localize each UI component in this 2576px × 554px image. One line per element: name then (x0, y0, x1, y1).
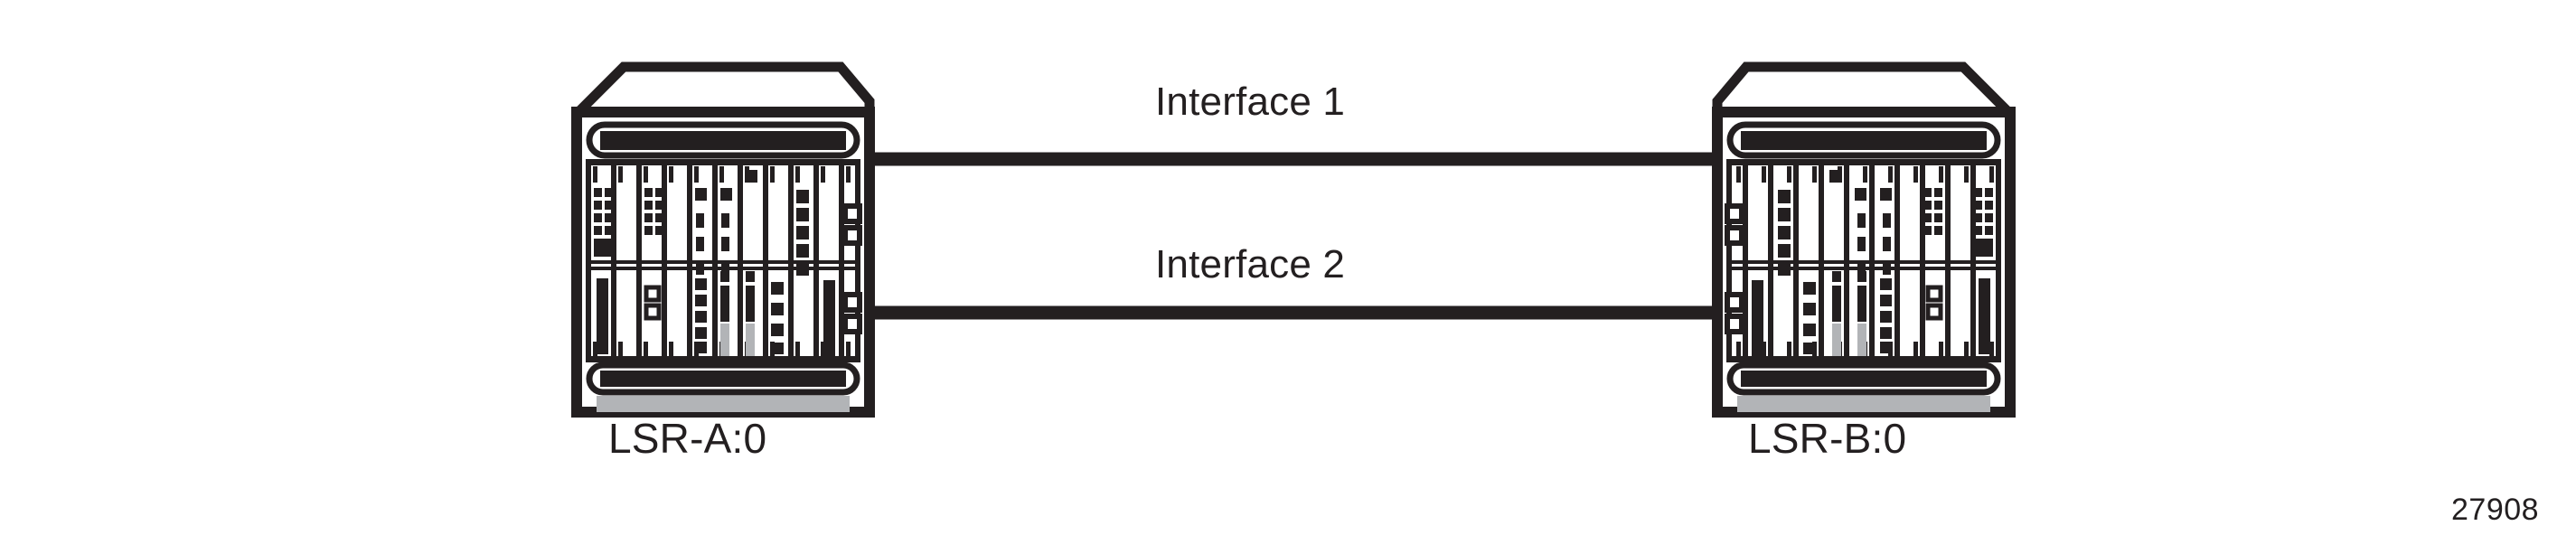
link-label-interface-1: Interface 1 (1155, 80, 1346, 124)
router-label-lsr-b: LSR-B:0 (1748, 415, 1907, 462)
link-label-interface-2: Interface 2 (1155, 242, 1346, 286)
link-group (859, 152, 1725, 320)
figure-number: 27908 (2451, 493, 2540, 527)
router-chassis-lsr-b (1717, 67, 2010, 412)
router-chassis-lsr-a (577, 67, 870, 412)
router-label-lsr-a: LSR-A:0 (608, 415, 767, 462)
router-node-lsr-b[interactable] (1712, 67, 2010, 412)
router-node-lsr-a[interactable] (577, 67, 871, 412)
